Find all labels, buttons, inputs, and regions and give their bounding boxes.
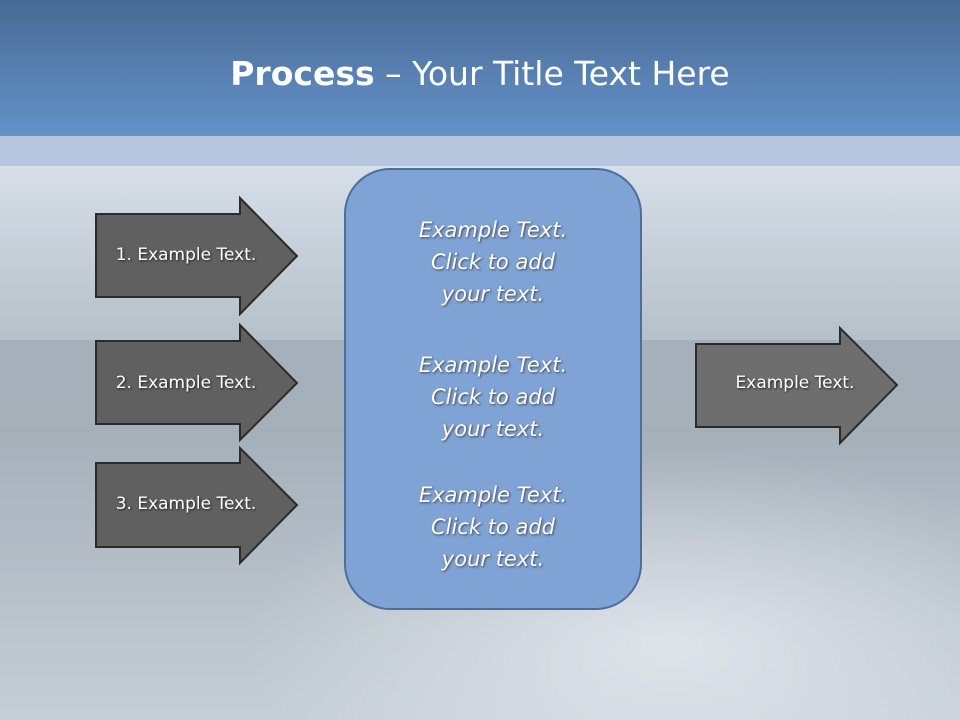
arrow-label-right: Example Text. xyxy=(735,373,855,393)
title-bold: Process xyxy=(230,54,375,93)
arrow-label-2: 2. Example Text. xyxy=(115,373,257,393)
arrow-shape-2[interactable] xyxy=(95,322,299,443)
box-text-1: Example Text. Click to add your text. xyxy=(418,218,568,306)
slide-title[interactable]: Process – Your Title Text Here xyxy=(0,54,960,93)
box-text-3: Example Text. Click to add your text. xyxy=(418,483,568,571)
arrow-shape-3[interactable] xyxy=(95,445,299,566)
arrow-label-3: 3. Example Text. xyxy=(115,494,257,514)
header-strip xyxy=(0,136,960,166)
title-bar xyxy=(0,0,960,136)
title-rest: – Your Title Text Here xyxy=(374,54,730,93)
center-text-box[interactable]: Example Text. Click to add your text. Ex… xyxy=(344,168,642,610)
box-text-2: Example Text. Click to add your text. xyxy=(418,353,568,441)
arrow-shape-1[interactable] xyxy=(95,195,299,317)
arrow-shape-right[interactable] xyxy=(695,325,899,446)
arrow-label-1: 1. Example Text. xyxy=(115,245,257,265)
